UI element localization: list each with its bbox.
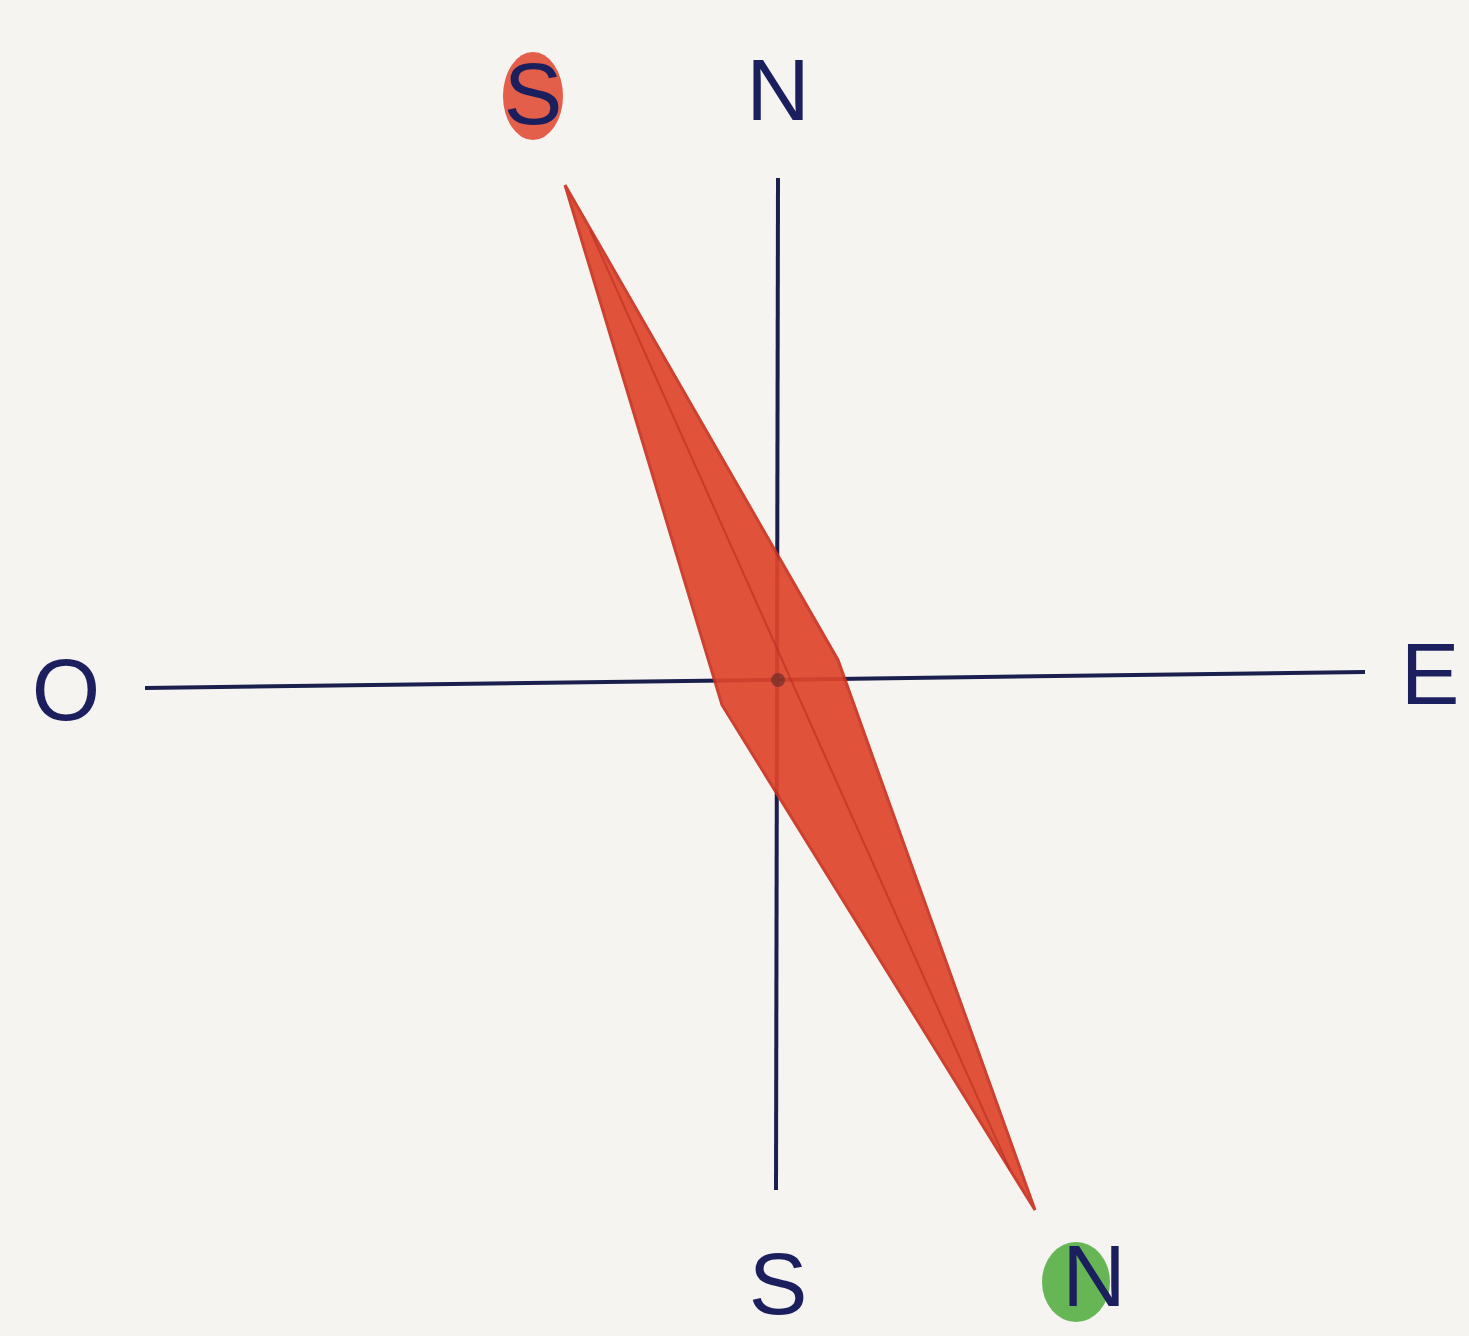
needle-pole-label: S xyxy=(504,50,563,138)
needle-pivot xyxy=(771,673,785,687)
axis-label: N xyxy=(746,46,810,134)
axis-label: S xyxy=(749,1240,808,1328)
needle-ridge xyxy=(590,230,1010,1170)
compass-needle xyxy=(565,185,1035,1210)
axis-label: O xyxy=(32,646,100,734)
needle-pole-label: N xyxy=(1062,1232,1126,1320)
axis-label: E xyxy=(1401,630,1460,718)
